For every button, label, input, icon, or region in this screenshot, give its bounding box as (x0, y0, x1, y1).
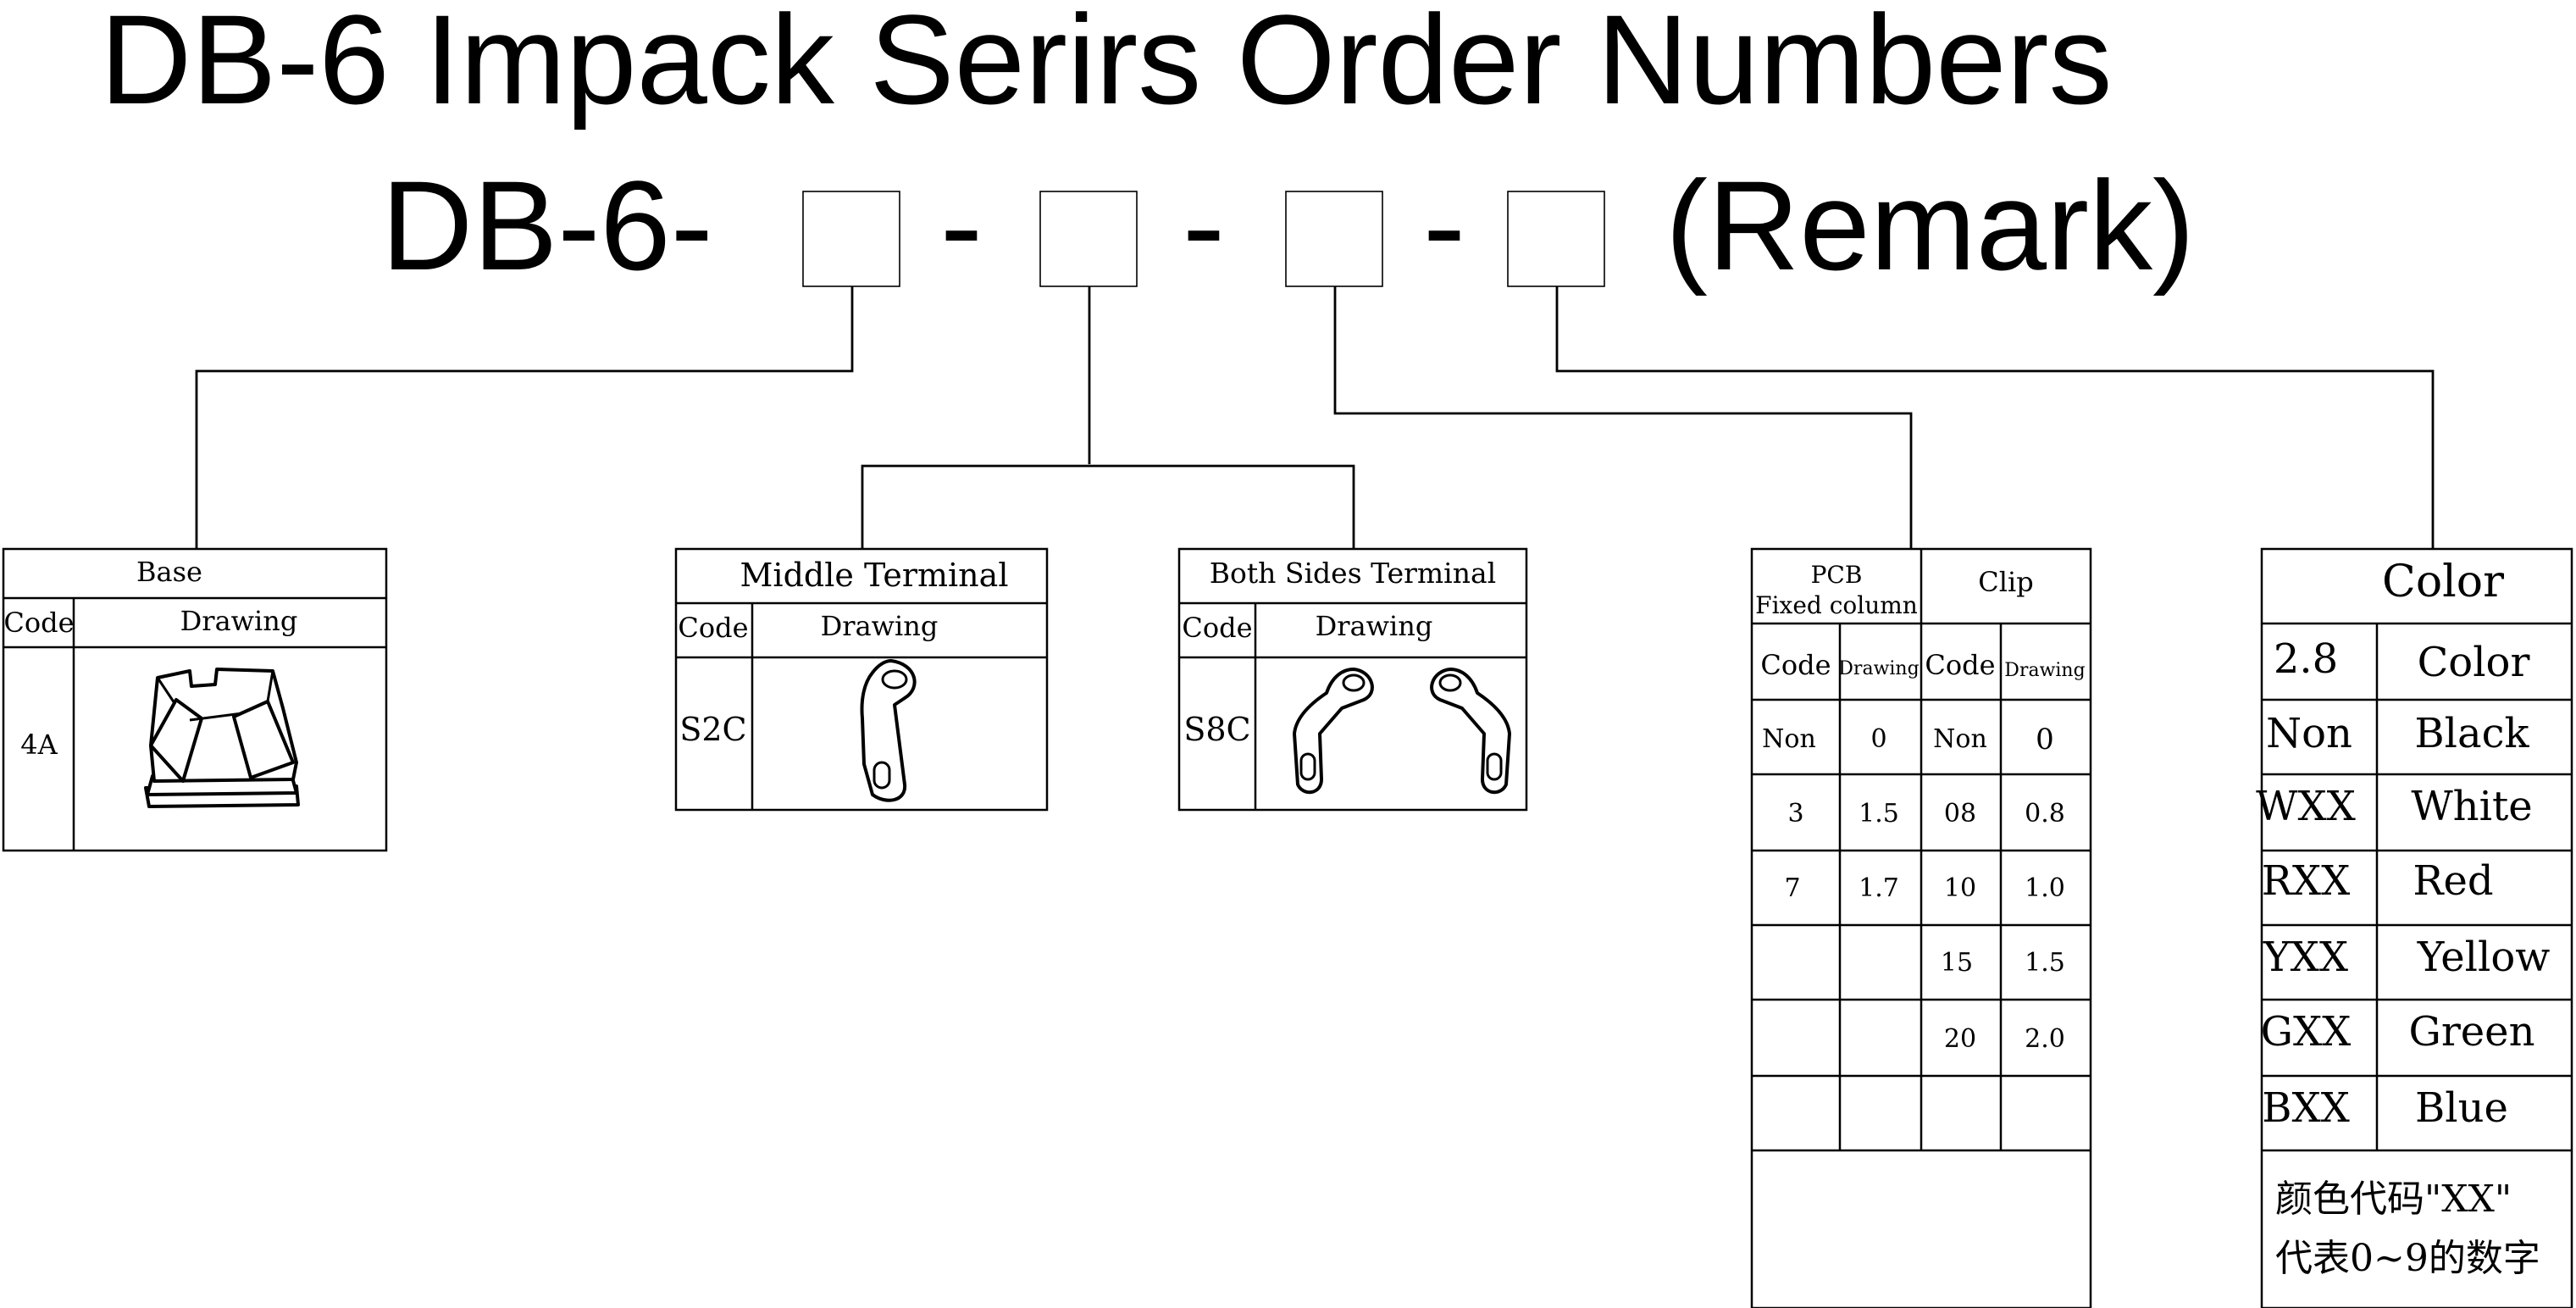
both-col-drawing: Drawing (1316, 610, 1433, 642)
base-code-4a: 4A (20, 729, 58, 761)
base-table: Base Code Drawing 4A (2, 547, 388, 852)
connector-pcb-clip (1333, 286, 1913, 549)
middle-code-s2c: S2C (679, 711, 746, 748)
both-table-header: Both Sides Terminal (1210, 557, 1496, 590)
order-code-suffix: (Remark) (1665, 154, 2195, 297)
middle-terminal-icon (860, 659, 917, 802)
page-title: DB-6 Impack Serirs Order Numbers (100, 0, 2113, 130)
color-note-line-2: 代表0~9的数字 (2275, 1237, 2540, 1280)
clip-col-code: Code (1925, 649, 1995, 681)
connector-terminal-split (861, 464, 1355, 549)
pcb-header-line-2: Fixed column (1755, 591, 1918, 619)
both-sides-terminal-table: Both Sides Terminal Code Drawing S8C (1177, 547, 1528, 812)
pcb-code-cell: Non (1762, 724, 1816, 754)
both-code-s8c: S8C (1183, 711, 1250, 748)
clip-code-cell: 20 (1944, 1024, 1976, 1054)
color-code-cell: Non (2266, 710, 2352, 757)
clip-code-cell: 10 (1944, 873, 1976, 903)
clip-col-drawing: Drawing (2004, 660, 2085, 681)
middle-table-header: Middle Terminal (740, 557, 1009, 594)
clip-drawing-cell: 2.0 (2025, 1024, 2065, 1054)
clip-drawing-cell: 0 (2036, 723, 2054, 757)
color-name-cell: Green (2408, 1008, 2534, 1056)
base-table-header: Base (136, 556, 202, 588)
color-name-cell: Blue (2415, 1084, 2508, 1132)
pcb-drawing-cell: 1.5 (1859, 799, 1899, 829)
connector-base (195, 286, 854, 549)
color-code-cell: WXX (2256, 783, 2356, 830)
color-name-cell: Yellow (2417, 934, 2551, 981)
color-table-header: Color (2382, 557, 2504, 607)
connector-color (1555, 286, 2435, 549)
clip-drawing-cell: 1.0 (2025, 873, 2065, 903)
pcb-drawing-cell: 1.7 (1859, 873, 1899, 903)
color-name-cell: White (2411, 783, 2532, 830)
color-col-color: Color (2418, 639, 2530, 686)
pcb-code-cell: 3 (1787, 799, 1803, 829)
order-code: DB-6- - - - (Remark) (381, 154, 2195, 297)
code-slot-pcb-clip (1285, 191, 1383, 287)
clip-header: Clip (1978, 566, 2033, 598)
code-slot-color (1507, 191, 1605, 287)
code-slot-base (802, 191, 900, 287)
clip-drawing-cell: 0.8 (2025, 799, 2065, 829)
connector-lines (195, 286, 2435, 549)
color-note-line-1: 颜色代码"XX" (2275, 1178, 2512, 1221)
color-name-cell: Black (2414, 710, 2529, 757)
pcb-col-drawing: Drawing (1838, 658, 1919, 679)
color-code-cell: GXX (2261, 1008, 2352, 1056)
clip-code-cell: 08 (1944, 799, 1976, 829)
code-slot-terminal (1039, 191, 1138, 287)
color-code-cell: BXX (2262, 1084, 2350, 1132)
order-code-prefix: DB-6- (381, 154, 713, 297)
base-drawing-icon (144, 668, 300, 808)
pcb-drawing-cell: 0 (1870, 724, 1886, 754)
color-table: Color 2.8 Color Non Black WXX White RXX … (2256, 547, 2573, 1308)
color-code-cell: RXX (2262, 857, 2350, 905)
both-col-code: Code (1182, 612, 1252, 644)
order-code-sep-3: - (1423, 154, 1465, 297)
color-col-code: 2.8 (2274, 635, 2338, 683)
both-sides-terminal-icon (1293, 668, 1511, 794)
middle-col-code: Code (678, 612, 748, 644)
pcb-clip-table: PCB Fixed column Clip Code Drawing Code … (1750, 547, 2092, 1308)
order-code-sep-1: - (940, 154, 983, 297)
clip-drawing-cell: 1.5 (2025, 948, 2065, 978)
clip-code-cell: 15 (1941, 948, 1973, 978)
clip-code-cell: Non (1933, 724, 1987, 754)
pcb-code-cell: 7 (1784, 873, 1800, 903)
pcb-header-line-1: PCB (1811, 561, 1863, 589)
base-col-drawing: Drawing (180, 605, 298, 637)
color-name-cell: Red (2413, 857, 2493, 905)
middle-terminal-table: Middle Terminal Code Drawing S2C (674, 547, 1049, 812)
order-code-sep-2: - (1183, 154, 1225, 297)
pcb-col-code: Code (1760, 649, 1831, 681)
base-col-code: Code (3, 607, 74, 639)
color-code-cell: YXX (2263, 934, 2348, 981)
middle-col-drawing: Drawing (821, 610, 939, 642)
